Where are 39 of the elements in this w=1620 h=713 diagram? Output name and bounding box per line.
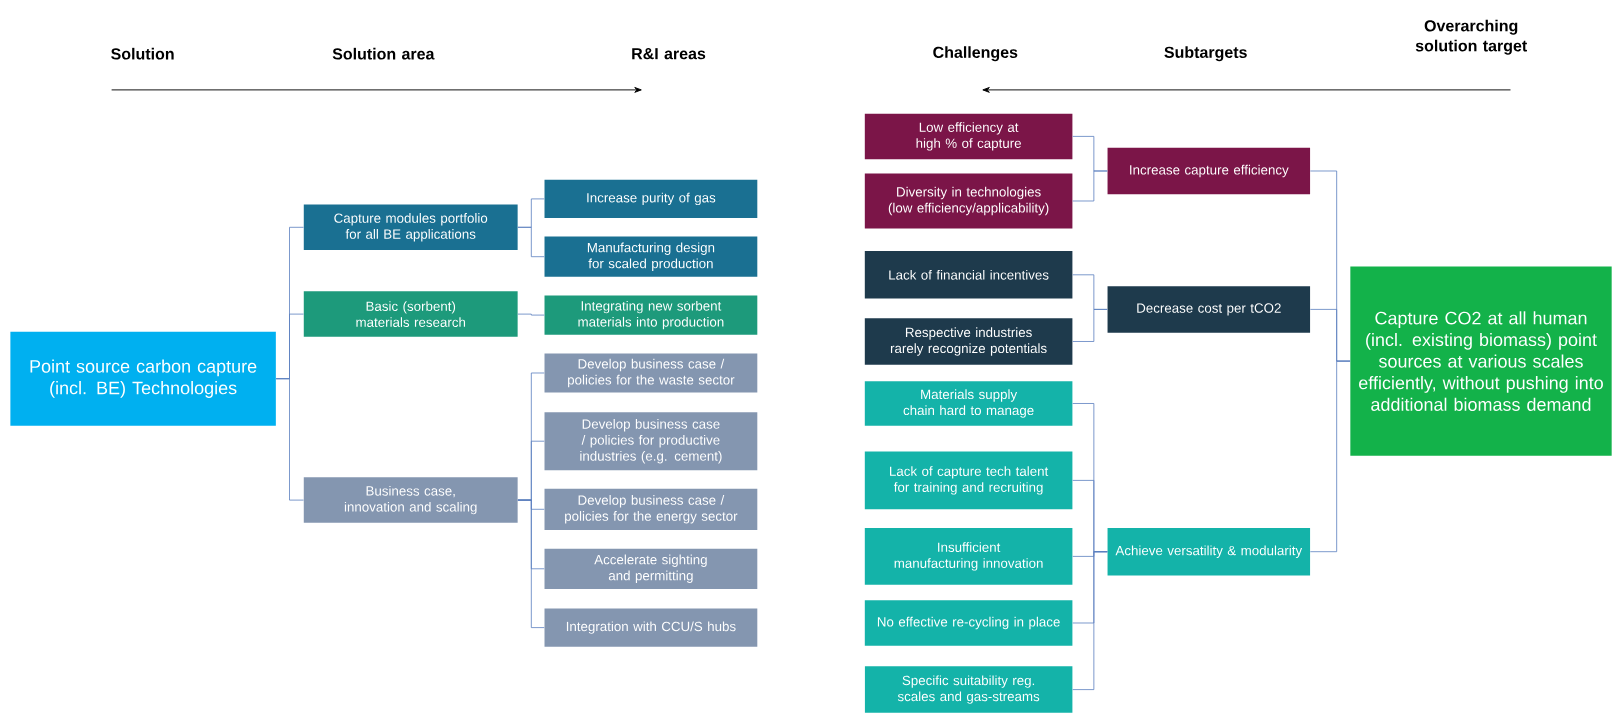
process-box: Insufficient manufacturing innovation: [864, 528, 1073, 585]
process-box: Develop business case / policies for productive industries (e.g. cement): [544, 412, 758, 471]
process-box: Lack of capture tech talent for training and recruiting: [864, 451, 1073, 510]
connector: [517, 499, 545, 628]
process-box: Increase capture efficiency: [1107, 147, 1311, 195]
process-box: Integrating new sorbent materials into production: [544, 295, 758, 335]
connector: [517, 226, 545, 258]
process-box: Integration with CCU/S hubs: [544, 608, 758, 647]
process-box: Respective industries rarely recognize potentials: [864, 318, 1073, 365]
process-box: Lack of financial incentives: [864, 251, 1073, 299]
connector: [1072, 170, 1108, 202]
process-box: Capture modules portfolio for all BE applications: [303, 204, 518, 251]
column-heading: Challenges: [933, 46, 1018, 62]
connector: [275, 378, 304, 501]
process-box: Basic (sorbent) materials research: [303, 291, 518, 337]
process-box: Decrease cost per tCO2: [1107, 286, 1311, 333]
target-box: Point source carbon capture (incl. BE) Technologies: [10, 331, 276, 426]
process-box: Manufacturing design for scaled production: [544, 236, 758, 277]
process-box: Increase purity of gas: [544, 179, 758, 219]
process-box: Specific suitability reg. scales and gas-streams: [864, 666, 1073, 713]
connector: [1309, 360, 1351, 553]
process-box: Materials supply chain hard to manage: [864, 381, 1073, 426]
process-box: Accelerate sighting and permitting: [544, 548, 758, 589]
connector: [1072, 309, 1108, 342]
process-box: Achieve versatility & modularity: [1107, 527, 1311, 576]
column-heading: Solution area: [332, 47, 435, 60]
column-heading: R&I areas: [632, 48, 706, 60]
process-box: Low efficiency at high % of capture: [864, 113, 1073, 160]
column-heading: Solution: [111, 47, 174, 60]
process-box: Develop business case / policies for the waste sector: [544, 353, 758, 393]
process-box: Develop business case / policies for the energy sector: [544, 488, 758, 530]
connector: [517, 313, 545, 316]
column-heading: Subtargets: [1164, 46, 1247, 62]
process-box: Business case, innovation and scaling: [303, 477, 518, 523]
process-box: Diversity in technologies (low efficiency/applicability): [864, 173, 1073, 229]
connector: [1072, 551, 1108, 690]
target-box: Capture CO2 at all human (incl. existing biomass) point sources at various scales efficiently, without pushing into additional biomass demand: [1350, 266, 1612, 456]
process-box: No effective re-cycling in place: [864, 600, 1073, 646]
column-heading: Overarching solution target: [1415, 19, 1527, 55]
